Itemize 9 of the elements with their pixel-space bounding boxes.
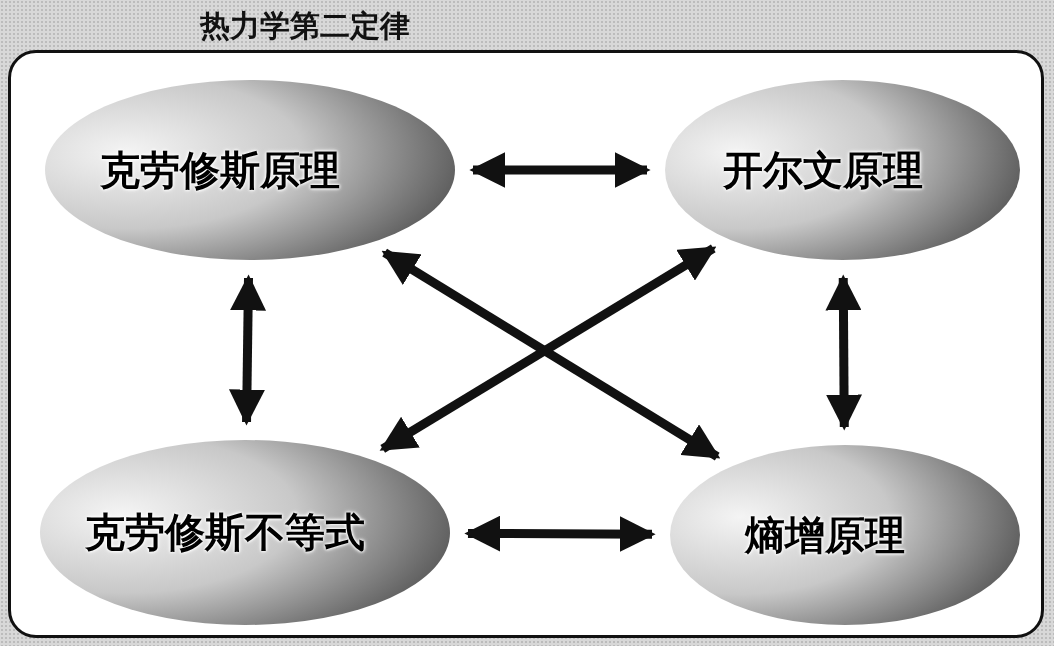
double-arrow [469, 152, 651, 188]
double-arrow [825, 274, 863, 431]
node-label: 克劳修斯不等式 [85, 508, 365, 557]
node-label: 熵增原理 [745, 510, 905, 560]
double-arrow [228, 274, 267, 426]
title: 热力学第二定律 [198, 7, 411, 45]
double-arrow [464, 515, 656, 553]
node-label: 开尔文原理 [722, 145, 923, 195]
node-label: 克劳修斯原理 [100, 145, 340, 195]
